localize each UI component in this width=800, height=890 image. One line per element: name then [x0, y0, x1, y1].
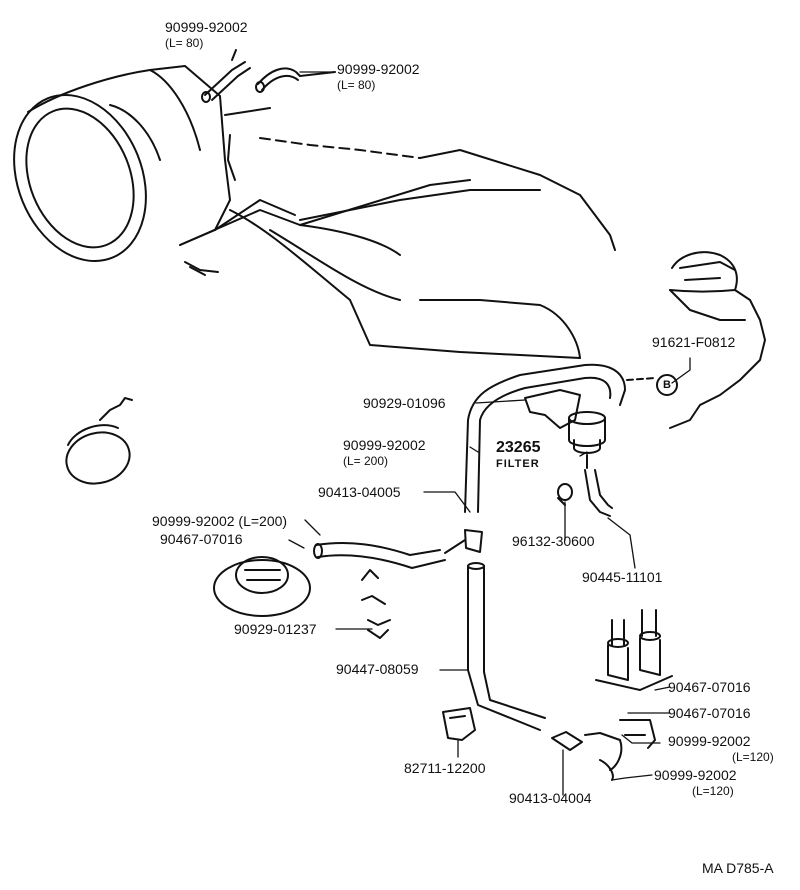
leader-lines	[231, 49, 691, 796]
label-90999-92002-l120-upper: 90999-92002 (L=120)	[668, 733, 774, 764]
label-90447-08059: 90447-08059	[336, 661, 419, 677]
label-90445-11101: 90445-11101	[582, 569, 663, 585]
hose-90447	[467, 562, 546, 731]
intake-duct	[179, 179, 581, 359]
label-90413-04004: 90413-04004	[509, 790, 592, 806]
label-91621-F0812: 91621-F0812	[652, 334, 736, 350]
label-90413-04005: 90413-04005	[318, 484, 401, 500]
top-hoses	[201, 49, 336, 103]
grommet-parts	[361, 569, 391, 639]
tee-04004	[551, 731, 583, 751]
diagram-id: MA D785-A	[702, 860, 774, 876]
filter-23265	[568, 411, 606, 469]
air-cleaner-housing	[13, 65, 231, 263]
right-valve-housing	[669, 251, 766, 429]
lower-right-hoses	[584, 719, 656, 781]
label-90929-01237: 90929-01237	[234, 621, 317, 637]
clip-96132	[557, 483, 573, 506]
label-90467-07016-right: 90467-07016	[668, 705, 751, 721]
vsv-bracket	[524, 389, 581, 429]
engine-outline	[224, 107, 616, 251]
main-hose	[464, 363, 656, 513]
label-90999-92002-top-left: 90999-92002 (L= 80)	[165, 19, 248, 50]
bellows-boot	[213, 556, 311, 617]
ref-marker-b: B	[656, 374, 678, 396]
label-90999-92002-l200-left: 90999-92002 (L=200)	[152, 513, 288, 529]
block-82711	[442, 707, 476, 741]
hose-left-branch	[313, 539, 466, 569]
label-90467-07016-right-top: 90467-07016	[668, 679, 751, 695]
label-96132-30600: 96132-30600	[512, 533, 595, 549]
vsv-units	[595, 609, 673, 691]
label-23265-filter: 23265 FILTER	[496, 439, 541, 471]
label-90467-07016-left: 90467-07016	[160, 531, 243, 547]
label-90999-92002-l200: 90999-92002 (L= 200)	[343, 437, 426, 468]
left-small-parts	[65, 261, 219, 485]
label-90999-92002-top-right: 90999-92002 (L= 80)	[337, 61, 420, 92]
label-90999-92002-l120-lower: 90999-92002 (L=120)	[654, 767, 737, 798]
label-90929-01096: 90929-01096	[363, 395, 446, 411]
tee-04005	[464, 529, 483, 553]
label-82711-12200: 82711-12200	[404, 760, 486, 776]
hose-90445	[584, 469, 613, 517]
